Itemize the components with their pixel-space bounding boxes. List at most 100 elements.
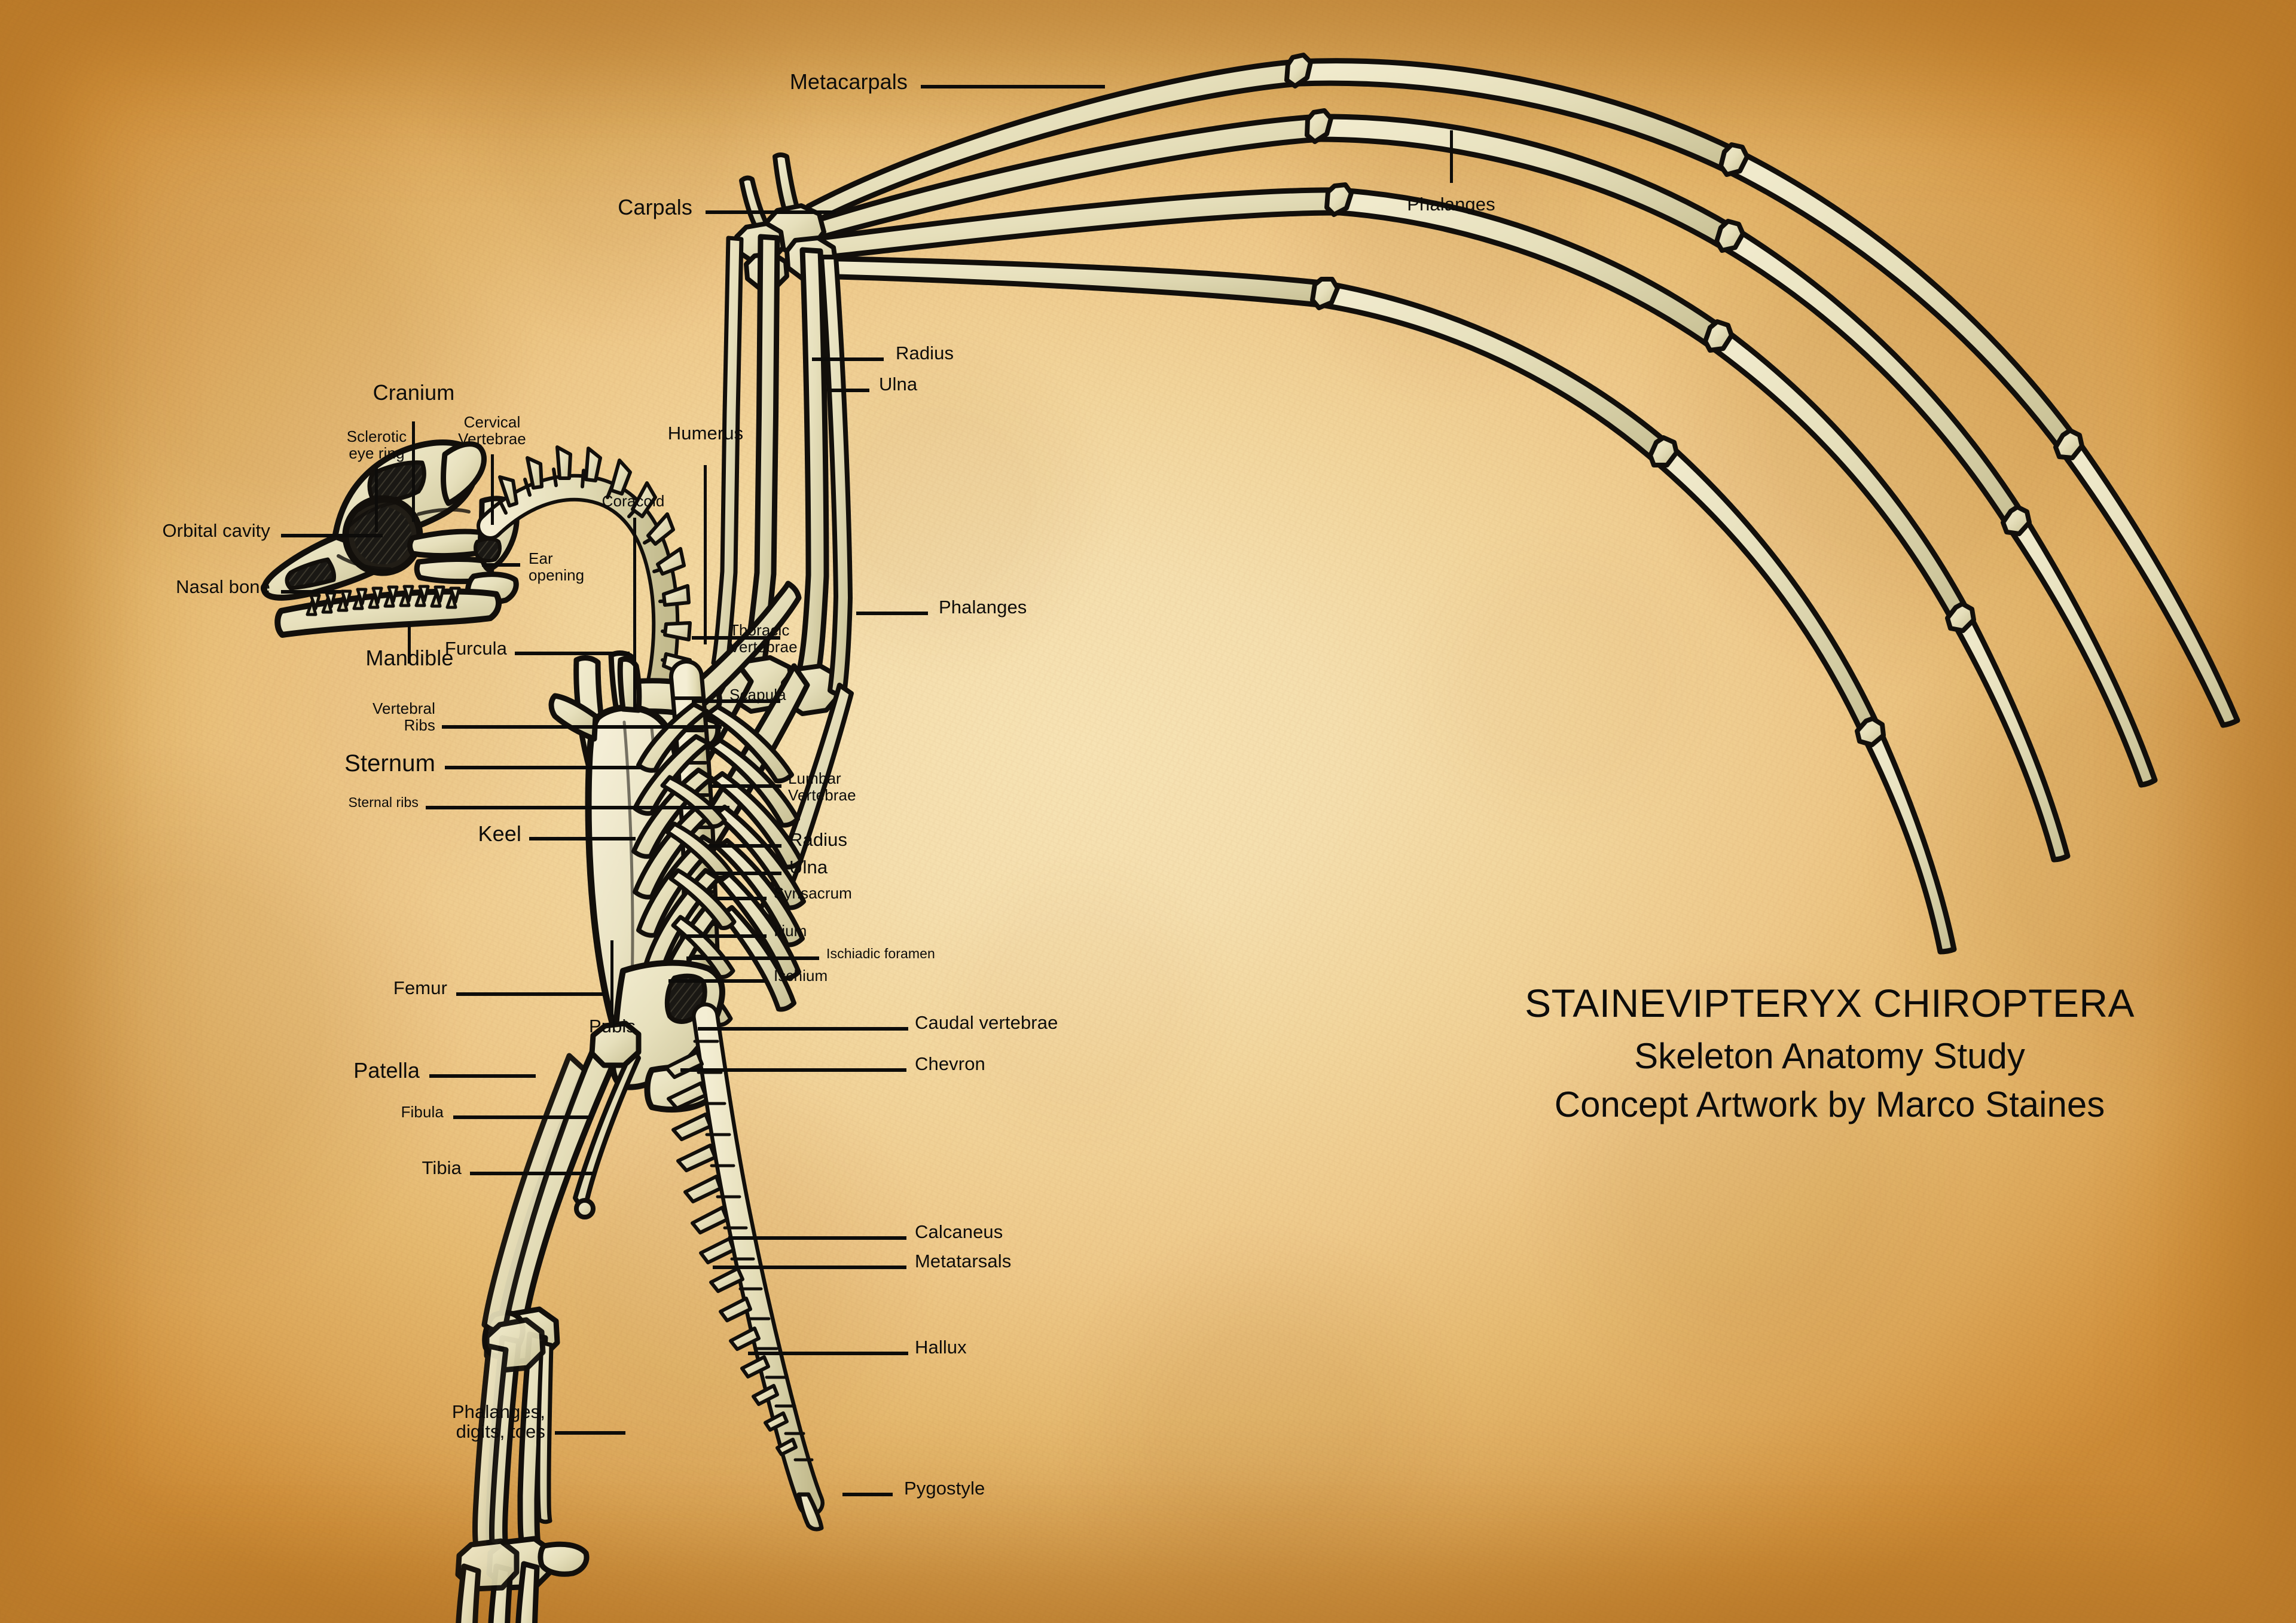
leader-metacarpals [921, 85, 1105, 88]
leader-cranium [412, 421, 415, 522]
label-phalanges-arm: Phalanges [939, 597, 1027, 618]
leader-ulna-wing [831, 389, 869, 392]
leader-pubis [610, 940, 613, 1017]
label-ischium: Ischium [774, 967, 828, 985]
leader-chevron [680, 1068, 906, 1072]
leader-phalanges-toes [555, 1431, 625, 1435]
label-carpals: Carpals [618, 195, 692, 219]
label-caudal-vertebrae: Caudal vertebrae [915, 1012, 1058, 1033]
leader-carpals [706, 210, 836, 214]
label-cranium: Cranium [373, 380, 455, 405]
leader-synsacrum [716, 897, 767, 900]
leader-cervical-vertebrae [491, 454, 494, 525]
label-phalanges-toes-line1: Phalanges, [451, 1401, 545, 1422]
label-hallux: Hallux [915, 1337, 967, 1358]
label-mandible: Mandible [365, 646, 454, 670]
label-calcaneus: Calcaneus [915, 1221, 1003, 1242]
label-nasal-bone: Nasal bone [176, 576, 270, 597]
label-ear-line1: Ear [529, 549, 553, 567]
label-sternal-ribs: Sternal ribs [348, 794, 419, 810]
label-phalanges-wing: Phalanges [1407, 194, 1495, 215]
leader-fibula [453, 1115, 592, 1119]
leader-hallux [748, 1352, 908, 1355]
label-humerus: Humerus [667, 423, 744, 444]
label-sclerotic-eye-ring: Sclerotic eye ring [269, 428, 484, 461]
leader-lumbar-vertebrae [709, 784, 781, 788]
label-vertebral-ribs: Vertebral Ribs [227, 700, 435, 733]
leader-thoracic-vertebrae [692, 636, 780, 640]
label-thoracic-line2: Vertebrae [729, 638, 798, 656]
leader-scapula [692, 699, 780, 703]
leader-sternum [445, 766, 642, 769]
label-ear-line2: opening [529, 566, 585, 585]
leader-coracoid [633, 518, 636, 710]
leader-ilium [686, 934, 767, 938]
leader-ischium [668, 979, 765, 983]
label-keel: Keel [478, 821, 521, 846]
leader-metatarsals [713, 1266, 906, 1269]
leader-phalanges-arm [856, 612, 928, 615]
leader-keel [529, 837, 636, 840]
title-block: STAINEVIPTERYX CHIROPTERA Skeleton Anato… [1459, 980, 2200, 1125]
label-pygostyle: Pygostyle [904, 1478, 985, 1499]
label-femur: Femur [393, 977, 447, 998]
label-ulna-lower: Ulna [789, 857, 828, 878]
leader-tibia [470, 1172, 593, 1175]
label-coracoid: Coracoid [602, 492, 665, 510]
label-radius-wing: Radius [896, 343, 954, 363]
label-phalanges-toes: Phalanges, digits, toes [335, 1402, 545, 1442]
leader-calcaneus [728, 1236, 906, 1240]
label-vertebral-ribs-line1: Vertebral [373, 699, 435, 717]
leader-femur [456, 992, 604, 996]
label-metatarsals: Metatarsals [915, 1251, 1012, 1271]
label-ischiadic-foramen: Ischiadic foramen [826, 946, 935, 961]
label-sternum: Sternum [344, 750, 435, 777]
leader-orbital-cavity [281, 534, 383, 537]
leader-ear-opening [482, 563, 520, 567]
label-vertebral-ribs-line2: Ribs [404, 716, 435, 735]
leader-mandible [408, 623, 411, 664]
label-cervical-line2: Vertebrae [458, 430, 526, 448]
label-patella: Patella [353, 1058, 420, 1083]
label-phalanges-toes-line2: digits, toes [456, 1421, 545, 1442]
leader-vertebral-ribs [442, 725, 722, 729]
label-cervical-line1: Cervical [463, 413, 521, 431]
label-orbital-cavity: Orbital cavity [162, 520, 270, 541]
label-cervical-vertebrae: Cervical Vertebrae [381, 414, 603, 447]
leader-ischiadic-foramen [686, 956, 819, 960]
label-synsacrum: Synsacrum [774, 884, 852, 902]
label-scapula: Scapula [729, 686, 786, 704]
study-subtitle: Skeleton Anatomy Study [1634, 1036, 2025, 1076]
label-pubis: Pubis [588, 1016, 636, 1037]
label-ear-opening: Ear opening [529, 550, 584, 583]
label-lumbar-line1: Lumbar [788, 769, 841, 787]
leader-radius-wing [812, 357, 884, 361]
label-sclerotic-line2: eye ring [349, 444, 405, 463]
leader-pygostyle [842, 1493, 893, 1496]
label-ulna-wing: Ulna [879, 374, 918, 395]
label-thoracic-line1: Thoracic [729, 621, 790, 639]
leader-phalanges-wing [1450, 130, 1453, 183]
label-fibula: Fibula [401, 1103, 444, 1121]
label-lumbar-line2: Vertebrae [788, 786, 856, 805]
leader-furcula [515, 652, 630, 655]
label-furcula: Furcula [444, 638, 507, 659]
leader-humerus [704, 465, 707, 644]
species-title: STAINEVIPTERYX CHIROPTERA [1525, 981, 2135, 1025]
label-thoracic-vertebrae: Thoracic Vertebrae [729, 622, 798, 655]
label-tibia: Tibia [422, 1157, 462, 1178]
artist-credit: Concept Artwork by Marco Staines [1554, 1084, 2105, 1124]
leader-nasal-bone [281, 590, 341, 594]
label-metacarpals: Metacarpals [789, 69, 908, 94]
label-chevron: Chevron [915, 1053, 985, 1074]
label-ilium: Ilium [774, 922, 807, 940]
leader-caudal-vertebrae [698, 1027, 908, 1031]
leader-patella [429, 1074, 536, 1078]
leader-ulna-lower [709, 872, 781, 875]
leader-sclerotic-eye-ring [375, 465, 378, 532]
leader-sternal-ribs [426, 806, 729, 809]
label-lumbar-vertebrae: Lumbar Vertebrae [788, 770, 856, 803]
leader-radius-lower [709, 844, 781, 848]
